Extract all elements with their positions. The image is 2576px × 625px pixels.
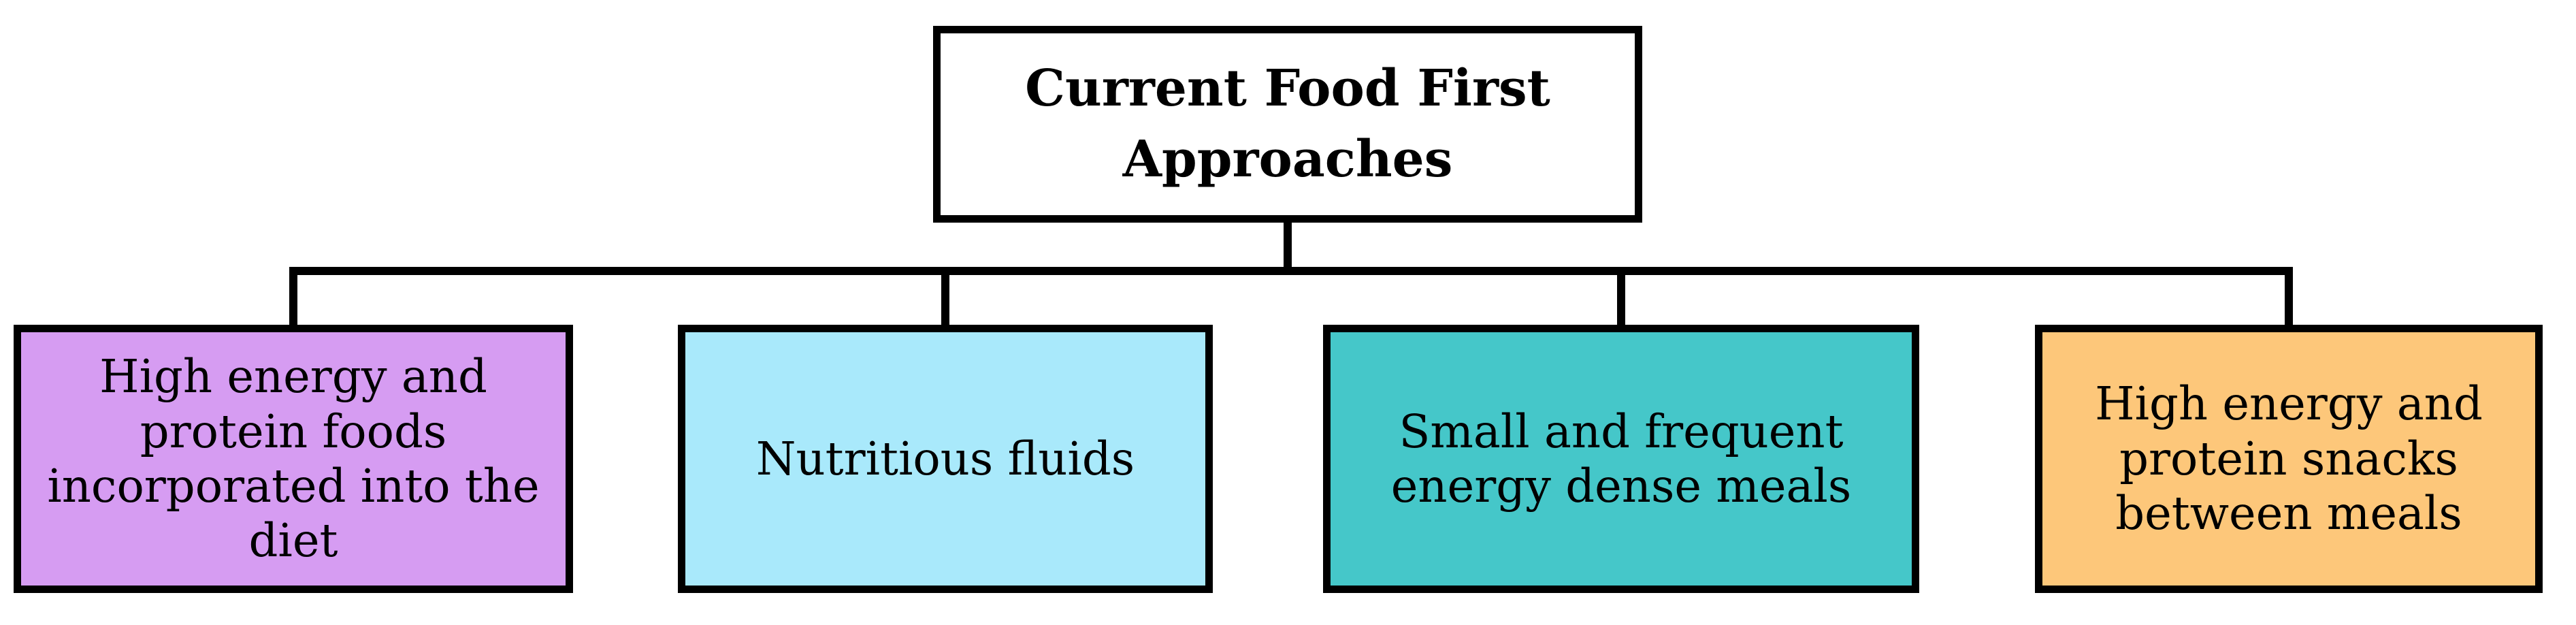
connector-drop-1 [289,271,297,328]
box-high-energy-protein-foods: High energy and protein foods incorporat… [14,325,573,593]
connector-stem [1284,219,1292,271]
box-high-energy-protein-snacks-label: High energy and protein snacks between m… [2095,377,2483,541]
connector-horizontal [289,267,2293,275]
box-small-frequent-energy-dense-meals: Small and frequent energy dense meals [1323,325,1919,593]
connector-drop-2 [941,271,949,328]
connector-drop-4 [2285,271,2293,328]
box-high-energy-protein-foods-label: High energy and protein foods incorporat… [47,350,540,568]
root-box-label: Current Food First Approaches [1025,59,1550,189]
connector-drop-3 [1617,271,1625,328]
box-small-frequent-energy-dense-meals-label: Small and frequent energy dense meals [1390,404,1852,513]
root-box-current-food-first-approaches: Current Food First Approaches [933,26,1642,223]
box-nutritious-fluids-label: Nutritious fluids [755,432,1135,485]
box-high-energy-protein-snacks: High energy and protein snacks between m… [2035,325,2543,593]
box-nutritious-fluids: Nutritious fluids [678,325,1213,593]
